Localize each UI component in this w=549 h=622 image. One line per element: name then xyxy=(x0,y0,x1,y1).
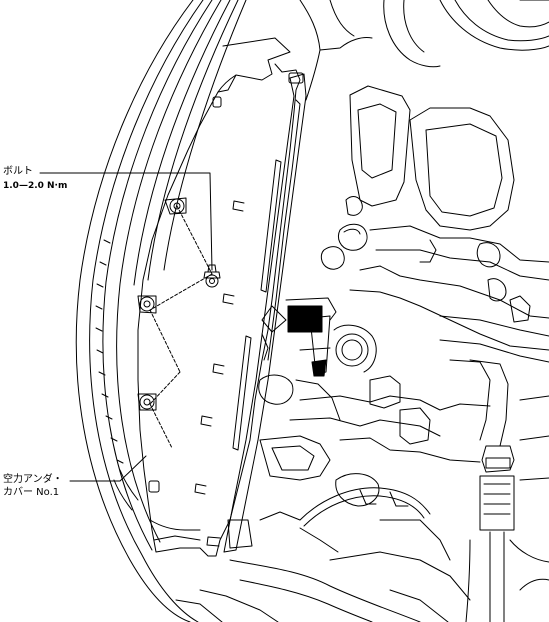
wheel-arch-lines xyxy=(75,0,247,622)
bolt-icon xyxy=(203,264,221,288)
cover-label-line1: 空力アンダ・ xyxy=(3,474,63,485)
torque-spec-label: 1.0—2.0 N·m xyxy=(3,181,68,191)
engine-components xyxy=(175,0,549,622)
frame-rail xyxy=(194,72,307,553)
bolt-label: ボルト xyxy=(3,166,33,177)
aero-under-cover-no1 xyxy=(137,37,301,557)
cover-label-line2: カバー No.1 xyxy=(3,487,60,498)
leader-lines xyxy=(39,172,213,482)
